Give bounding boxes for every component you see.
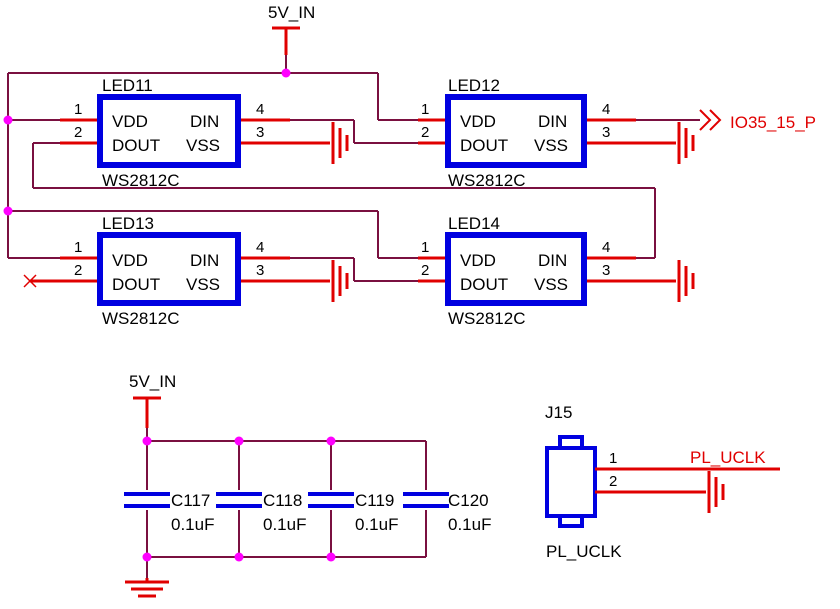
pl-uclk-net-label: PL_UCLK (690, 448, 766, 467)
led11-pin-vss: VSS (186, 136, 220, 155)
led12-pin-dout: DOUT (460, 136, 508, 155)
led11-num-3: 3 (256, 124, 264, 141)
junction-dots-caps (142, 436, 336, 562)
led14-num-3: 3 (602, 262, 610, 279)
led-wiring (7, 72, 700, 282)
led13-num-1: 1 (74, 239, 82, 256)
ground-symbol-led12 (677, 122, 695, 164)
c120-ref: C120 (448, 491, 489, 510)
led13-pin-dout: DOUT (112, 275, 160, 294)
j15-name: PL_UCLK (546, 542, 622, 561)
led11-pin-dout: DOUT (112, 136, 160, 155)
junction-dots-led (3, 68, 291, 216)
c119-value: 0.1uF (355, 515, 398, 534)
io-port-label: IO35_15_P (730, 113, 816, 132)
capacitor-c118: C118 0.1uF (216, 490, 306, 534)
capacitor-c117: C117 0.1uF (124, 490, 214, 534)
led14-num-4: 4 (602, 239, 610, 256)
c118-value: 0.1uF (263, 515, 306, 534)
led13-num-2: 2 (74, 262, 82, 279)
capacitor-c119: C119 0.1uF (308, 490, 398, 534)
led12-num-3: 3 (602, 124, 610, 141)
led11-pin-din: DIN (190, 112, 219, 131)
led11-part: WS2812C (102, 171, 179, 190)
led12-num-2: 2 (421, 124, 429, 141)
ground-symbol-caps (125, 578, 169, 598)
connector-j15: J15 1 2 PL_UCLK PL_UCLK (545, 403, 780, 561)
capacitor-c120: C120 0.1uF (403, 490, 491, 534)
led11-num-2: 2 (74, 124, 82, 141)
led12-num-1: 1 (421, 101, 429, 118)
led13-num-3: 3 (256, 262, 264, 279)
led12-pin-din: DIN (538, 112, 567, 131)
led13-part: WS2812C (102, 309, 179, 328)
led14-ref: LED14 (448, 214, 500, 233)
j15-ref: J15 (545, 403, 572, 422)
led11-num-1: 1 (74, 101, 82, 118)
led13-pin-vss: VSS (186, 275, 220, 294)
led11: LED11 WS2812C VDD DOUT DIN VSS 1 2 4 3 (60, 76, 330, 190)
c118-ref: C118 (263, 491, 302, 510)
led14-body (445, 232, 587, 306)
led14-part: WS2812C (448, 309, 525, 328)
led14-pin-vdd: VDD (460, 251, 496, 270)
led13-ref: LED13 (102, 214, 154, 233)
c117-value: 0.1uF (171, 515, 214, 534)
io-port-symbol: IO35_15_P (699, 109, 816, 132)
c120-value: 0.1uF (448, 515, 491, 534)
led14-pin-vss: VSS (534, 275, 568, 294)
no-connect-mark (23, 274, 37, 288)
led14-pin-din: DIN (538, 251, 567, 270)
power-symbol-top: 5V_IN (268, 3, 315, 73)
ground-symbol-led14 (677, 260, 695, 302)
led11-body (97, 94, 241, 168)
power-label-bottom: 5V_IN (129, 372, 176, 391)
led14: LED14 WS2812C VDD DOUT DIN VSS 1 2 4 3 (418, 214, 676, 328)
led13-pin-din: DIN (190, 251, 219, 270)
led12-pin-vdd: VDD (460, 112, 496, 131)
ground-symbol-led13 (331, 260, 349, 302)
c119-ref: C119 (355, 491, 394, 510)
led12-num-4: 4 (602, 101, 610, 118)
led14-num-2: 2 (421, 262, 429, 279)
led13-pin-vdd: VDD (112, 251, 148, 270)
led12-pin-vss: VSS (534, 136, 568, 155)
led11-num-4: 4 (256, 101, 264, 118)
power-label-top: 5V_IN (268, 3, 315, 22)
led14-num-1: 1 (421, 239, 429, 256)
led11-ref: LED11 (102, 76, 153, 95)
ground-symbol-led11 (331, 122, 349, 164)
led14-pin-dout: DOUT (460, 275, 508, 294)
power-symbol-bottom: 5V_IN (129, 372, 176, 428)
ground-symbol-j15 (707, 471, 725, 513)
led12-ref: LED12 (448, 76, 500, 95)
led11-pin-vdd: VDD (112, 112, 148, 131)
c117-ref: C117 (171, 491, 210, 510)
j15-pin-2: 2 (609, 473, 617, 490)
led12: LED12 WS2812C VDD DOUT DIN VSS 1 2 4 3 (418, 76, 676, 190)
j15-pin-1: 1 (609, 450, 617, 467)
led12-body (445, 94, 587, 168)
led12-part: WS2812C (448, 171, 525, 190)
led13-body (97, 232, 241, 306)
led13-num-4: 4 (256, 239, 264, 256)
led13: LED13 WS2812C VDD DOUT DIN VSS 1 2 4 3 (23, 214, 330, 328)
